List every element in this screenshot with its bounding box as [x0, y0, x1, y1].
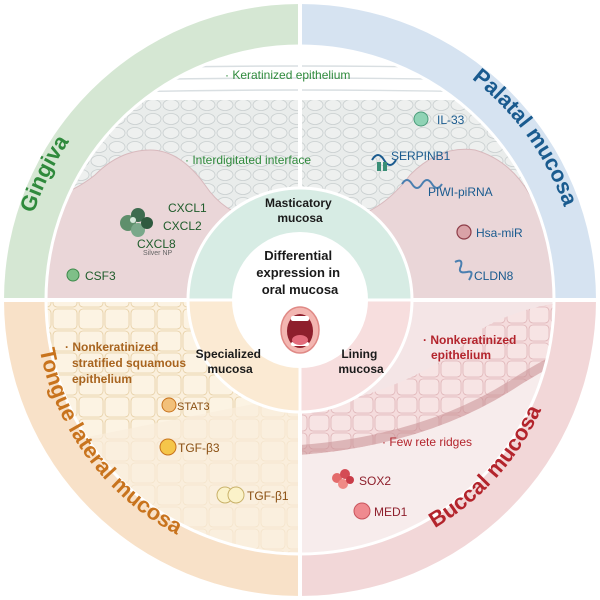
il33-dot-icon: [413, 111, 429, 127]
masticatory-label: Masticatory mucosa: [265, 196, 335, 225]
cxcl1-label: CXCL1: [168, 201, 207, 215]
csf3-dot-icon: [66, 268, 80, 282]
nonkeratinized-stratified-line-1: · Nonkeratinized: [65, 340, 158, 354]
specialized-label-line-1: Specialized: [196, 347, 261, 361]
csf3-label: CSF3: [85, 269, 116, 283]
interdigitated-interface-note: · Interdigitated interface: [185, 153, 311, 167]
lining-label-line-1: Lining: [341, 347, 377, 361]
nonkeratinized-epithelium-line-2: epithelium: [431, 348, 491, 362]
sox2-label: SOX2: [359, 474, 391, 488]
nonkeratinized-stratified-line-3: epithelium: [72, 372, 132, 386]
tgf-b1-label: TGF-β1: [247, 489, 289, 503]
tgf-b1-pair-icon: [216, 486, 245, 504]
silver-np-label: Silver NP: [143, 250, 173, 257]
silver-np-cluster-icon: [120, 208, 153, 237]
mouth-icon: [280, 306, 320, 354]
hsa-mir-particle-icon: [456, 224, 472, 240]
stat3-dot-icon: [161, 397, 177, 413]
il33-label: IL-33: [437, 113, 465, 127]
center-title-line-2: expression in: [256, 265, 340, 280]
cldn8-strand-icon: [454, 259, 473, 281]
hsa-mir-label: Hsa-miR: [476, 226, 523, 240]
buccal-basement: [299, 335, 554, 455]
center-disc: [232, 232, 368, 368]
lining-label-line-2: mucosa: [338, 362, 384, 376]
cldn8-label: CLDN8: [474, 269, 514, 283]
med1-dot-icon: [353, 502, 371, 520]
cxcl2-label: CXCL2: [163, 219, 202, 233]
lining-label: Lining mucosa: [338, 347, 384, 376]
few-rete-ridges-note: · Few rete ridges: [382, 435, 472, 449]
piwi-pirna-label: PIWI-piRNA: [428, 185, 493, 199]
nonkeratinized-epithelium-note: · Nonkeratinized epithelium: [423, 333, 520, 362]
piwi-pirna-strand-icon: [401, 179, 443, 189]
stat3-label: STAT3: [177, 401, 210, 413]
med1-label: MED1: [374, 505, 408, 519]
nonkeratinized-stratified-note: · Nonkeratinized stratified squamous epi…: [65, 340, 189, 386]
tgf-b3-label: TGF-β3: [178, 441, 220, 455]
serpinb1-protein-icon: [371, 154, 397, 171]
specialized-label-line-2: mucosa: [207, 362, 253, 376]
center-title-line-1: Differential: [264, 248, 332, 263]
specialized-label: Specialized mucosa: [196, 347, 265, 376]
masticatory-label-line-2: mucosa: [277, 211, 323, 225]
center-title-line-3: oral mucosa: [262, 282, 339, 297]
sox2-cluster-icon: [332, 469, 354, 489]
masticatory-label-line-1: Masticatory: [265, 196, 332, 210]
nonkeratinized-stratified-line-2: stratified squamous: [72, 356, 186, 370]
tgf-b3-dot-icon: [159, 438, 177, 456]
center-title: Differential expression in oral mucosa: [256, 248, 343, 297]
cxcl8-label: CXCL8: [137, 237, 176, 251]
serpinb1-label: SERPINB1: [391, 149, 451, 163]
nonkeratinized-epithelium-line-1: · Nonkeratinized: [423, 333, 516, 347]
keratinized-epithelium-note: · Keratinized epithelium: [225, 68, 350, 82]
